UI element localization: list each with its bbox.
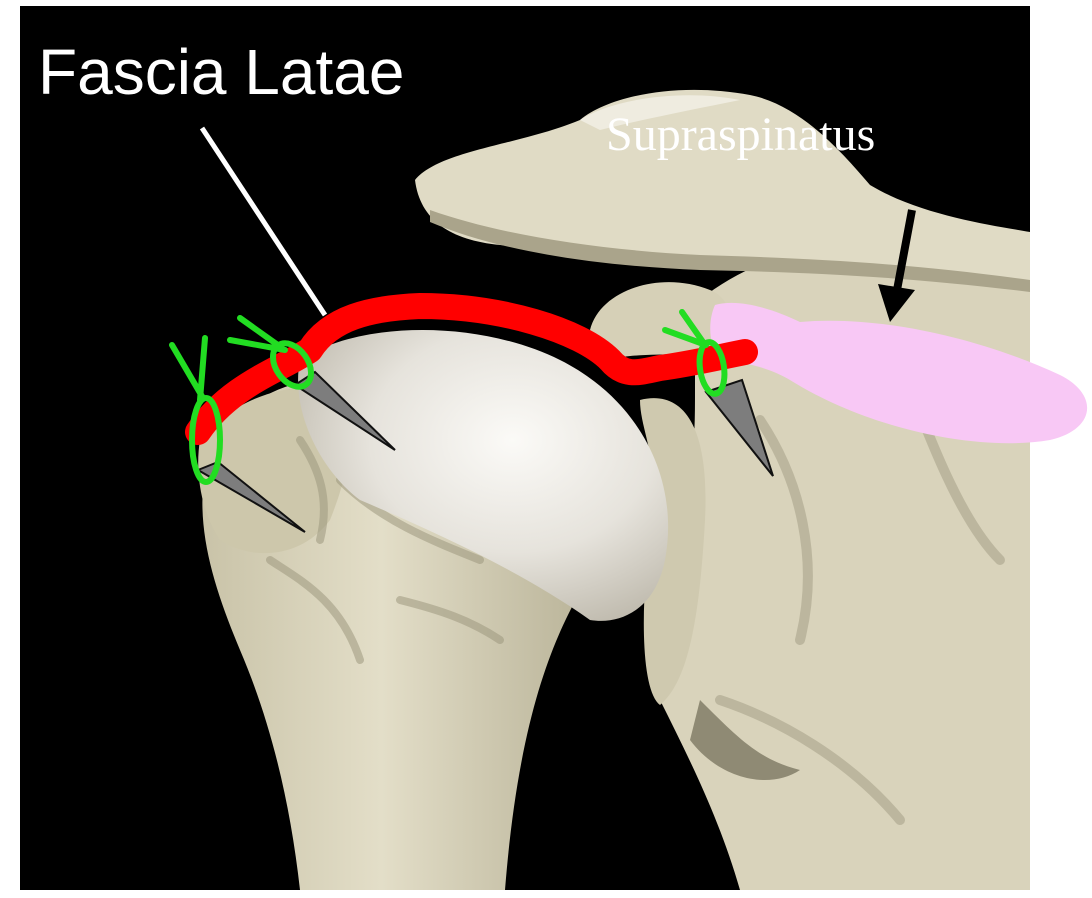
fascia-latae-label: Fascia Latae [38, 36, 404, 108]
supraspinatus-label: Supraspinatus [606, 108, 875, 161]
